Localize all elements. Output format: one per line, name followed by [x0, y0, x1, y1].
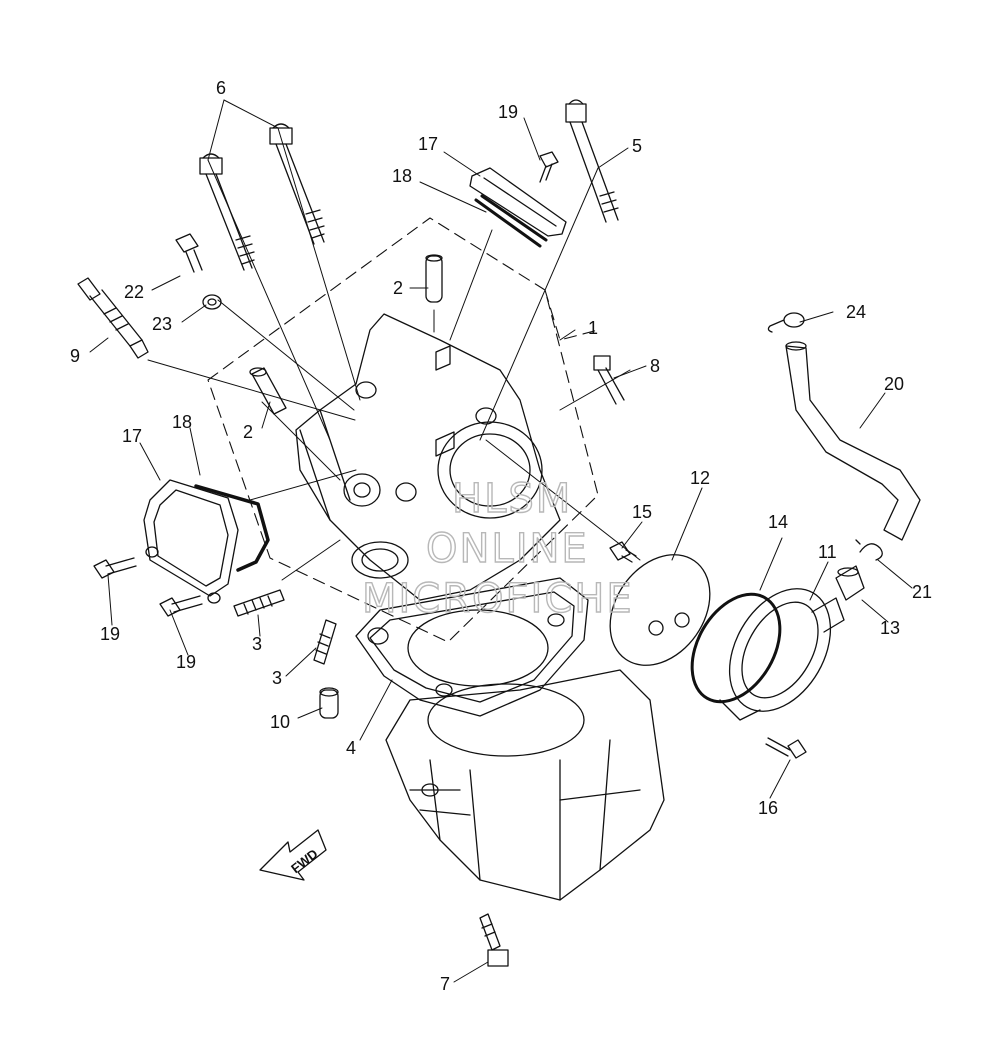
bolt-19-left-lower[interactable]	[159, 595, 203, 617]
callout-19-left-upper[interactable]: 19	[100, 624, 120, 644]
callout-17-left[interactable]: 17	[122, 426, 142, 446]
callout-12[interactable]: 12	[690, 468, 710, 488]
watermark-line-1: HLSM	[452, 476, 572, 522]
bolt-19-left-upper[interactable]	[93, 557, 137, 579]
callout-21[interactable]: 21	[912, 582, 932, 602]
callout-2[interactable]: 2	[393, 278, 403, 298]
fitting-13[interactable]	[835, 565, 865, 601]
callout-24[interactable]: 24	[846, 302, 866, 322]
callout-23[interactable]: 23	[152, 314, 172, 334]
o-ring-14[interactable]	[674, 579, 798, 717]
bolt-19-top[interactable]	[539, 151, 559, 183]
callout-9[interactable]: 9	[70, 346, 80, 366]
stud-3-upper[interactable]	[233, 589, 285, 617]
cylinder-head-1[interactable]	[295, 313, 561, 601]
callout-7[interactable]: 7	[440, 974, 450, 994]
bolt-6-right[interactable]	[269, 123, 325, 245]
cylinder-block[interactable]	[385, 669, 665, 901]
callout-4[interactable]: 4	[346, 738, 356, 758]
callout-22[interactable]: 22	[124, 282, 144, 302]
gasket-18-top[interactable]	[474, 194, 548, 248]
thermostat-housing-11[interactable]	[709, 571, 851, 729]
head-gasket-4[interactable]	[355, 577, 589, 717]
callout-3-lower[interactable]: 3	[272, 668, 282, 688]
callout-20[interactable]: 20	[884, 374, 904, 394]
callout-1[interactable]: 1	[588, 318, 598, 338]
callout-5[interactable]: 5	[632, 136, 642, 156]
callout-10[interactable]: 10	[270, 712, 290, 732]
spark-plug-9[interactable]	[77, 277, 149, 359]
callout-17[interactable]: 17	[418, 134, 438, 154]
fwd-label: FWD	[288, 846, 321, 876]
callout-18-left[interactable]: 18	[172, 412, 192, 432]
callout-15[interactable]: 15	[632, 502, 652, 522]
forward-direction-arrow	[259, 829, 327, 881]
watermark-line-2: ONLINE	[426, 526, 589, 572]
callout-11[interactable]: 11	[818, 542, 837, 562]
callout-labels: 6 19 17 5 18 22 2 23 1 24 9 8 20 17 18 2…	[70, 78, 932, 994]
callout-3-upper[interactable]: 3	[252, 634, 262, 654]
bolt-22[interactable]	[175, 233, 203, 273]
bolt-5[interactable]	[565, 99, 619, 223]
bolt-7[interactable]	[479, 913, 509, 967]
callout-13[interactable]: 13	[880, 618, 900, 638]
callout-19[interactable]: 19	[498, 102, 518, 122]
washer-23[interactable]	[202, 294, 222, 310]
clamp-21[interactable]	[855, 539, 883, 561]
bolt-8[interactable]	[593, 355, 625, 405]
cover-plate-17-top[interactable]	[469, 167, 567, 237]
assembly-dashed-outline	[207, 217, 599, 643]
dowel-pin-2-top[interactable]	[425, 254, 443, 303]
watermark: HLSM ONLINE MICROFICHE	[361, 475, 634, 622]
dowel-pin-2-left[interactable]	[249, 367, 287, 415]
callout-2-left[interactable]: 2	[243, 422, 253, 442]
bolt-15[interactable]	[609, 541, 637, 563]
dowel-pin-10[interactable]	[319, 687, 339, 719]
cover-plate-17-left[interactable]	[143, 479, 239, 604]
callout-16[interactable]: 16	[758, 798, 778, 818]
bolt-6-left[interactable]	[199, 153, 255, 271]
callout-8[interactable]: 8	[650, 356, 660, 376]
clamp-24[interactable]	[767, 312, 805, 333]
gasket-18-left[interactable]	[194, 484, 270, 572]
hose-20[interactable]	[785, 341, 921, 541]
bolt-16[interactable]	[765, 737, 807, 759]
callout-19-left-lower[interactable]: 19	[176, 652, 196, 672]
watermark-line-3: MICROFICHE	[362, 576, 634, 622]
thermostat-cover-gasket-12[interactable]	[590, 536, 731, 685]
callout-6[interactable]: 6	[216, 78, 226, 98]
stud-3-lower[interactable]	[313, 619, 337, 665]
callout-18[interactable]: 18	[392, 166, 412, 186]
leader-lines	[89, 99, 913, 983]
callout-14[interactable]: 14	[768, 512, 788, 532]
